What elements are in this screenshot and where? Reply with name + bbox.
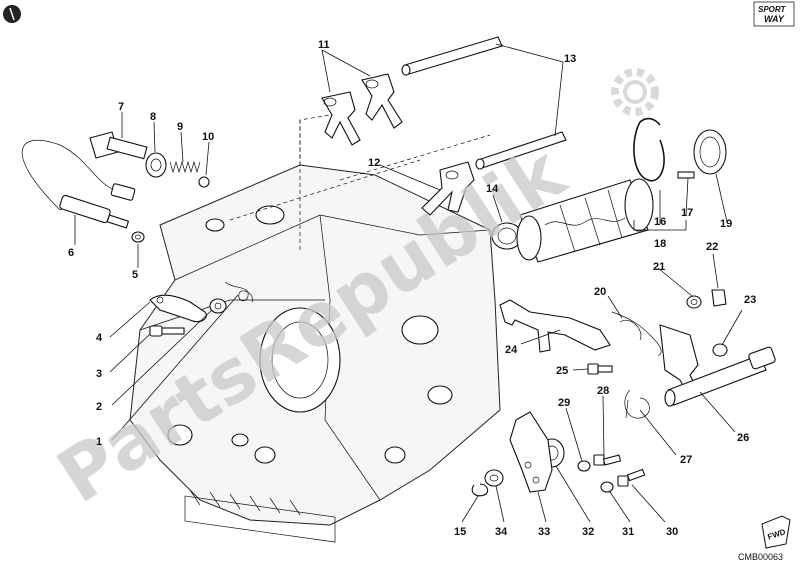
part-label-20: 20 <box>594 286 606 298</box>
part-label-33: 33 <box>538 526 550 538</box>
part-label-27: 27 <box>680 454 692 466</box>
part-label-13: 13 <box>564 53 576 65</box>
bolt-7 <box>89 131 148 160</box>
part-label-5: 5 <box>132 269 138 281</box>
circlip-16 <box>633 117 665 182</box>
washer-8 <box>145 152 167 178</box>
spring-27 <box>624 389 650 419</box>
shift-fork-12 <box>421 161 475 216</box>
leader-lines <box>74 43 743 523</box>
bolt-30 <box>617 468 646 487</box>
part-label-1: 1 <box>96 436 102 448</box>
part-label-31: 31 <box>622 526 634 538</box>
washer-19 <box>693 129 727 175</box>
screw-3 <box>149 325 185 337</box>
fwd-direction-icon: FWD <box>761 515 791 549</box>
part-label-19: 19 <box>720 218 732 230</box>
spring-9 <box>169 160 201 174</box>
logo-line-2: WAY <box>764 14 785 24</box>
shift-fork-shaft-13a <box>401 36 503 76</box>
circlip-15 <box>471 483 489 497</box>
part-label-7: 7 <box>118 101 124 113</box>
part-label-18: 18 <box>654 238 666 250</box>
selector-plate-24 <box>499 299 611 353</box>
part-label-24: 24 <box>505 344 518 356</box>
part-label-26: 26 <box>737 432 749 444</box>
part-label-23: 23 <box>744 294 756 306</box>
spring-20 <box>611 311 662 357</box>
part-label-3: 3 <box>96 368 102 380</box>
part-label-9: 9 <box>177 121 183 133</box>
part-label-28: 28 <box>597 385 609 397</box>
logo-line-1: SPORT <box>758 5 787 14</box>
part-label-4: 4 <box>96 332 103 344</box>
part-label-22: 22 <box>706 241 718 253</box>
part-label-17: 17 <box>681 207 693 219</box>
washer-5 <box>131 231 145 243</box>
pin-17 <box>677 171 695 179</box>
part-label-34: 34 <box>495 526 508 538</box>
washer-34 <box>484 469 504 487</box>
neutral-sensor-cable <box>21 139 136 229</box>
ball-10 <box>198 176 210 188</box>
shift-fork-11a <box>321 91 361 146</box>
bush-23 <box>712 343 728 357</box>
clip-22 <box>711 289 727 307</box>
ratchet-plate-33 <box>509 411 553 493</box>
bolt-25 <box>587 363 613 375</box>
part-label-11: 11 <box>318 39 330 51</box>
shift-fork-shaft-13b <box>475 131 567 170</box>
part-label-10: 10 <box>202 131 214 143</box>
washer-21 <box>686 295 702 309</box>
lever-4 <box>149 294 207 323</box>
bolt-28 <box>593 454 622 466</box>
corner-mark-icon <box>3 5 21 23</box>
part-labels: 11 13 7 8 9 10 12 14 16 17 18 19 6 5 22 … <box>68 39 756 538</box>
brand-logo: SPORT WAY <box>753 1 795 27</box>
washer-31 <box>600 481 614 493</box>
shift-shaft-26 <box>659 324 776 407</box>
part-label-12: 12 <box>368 157 380 169</box>
part-label-8: 8 <box>150 111 156 123</box>
crankcase <box>129 114 501 543</box>
part-label-14: 14 <box>486 183 499 195</box>
part-label-21: 21 <box>653 261 665 273</box>
part-label-32: 32 <box>582 526 594 538</box>
part-label-29: 29 <box>558 397 570 409</box>
part-label-25: 25 <box>556 365 568 377</box>
gear-watermark-icon <box>611 68 659 116</box>
spacer-29 <box>577 460 591 472</box>
part-label-2: 2 <box>96 401 102 413</box>
spring-1 <box>224 281 253 303</box>
washer-2 <box>209 298 227 314</box>
part-label-30: 30 <box>666 526 678 538</box>
shift-fork-11b <box>361 73 403 129</box>
part-label-15: 15 <box>454 526 466 538</box>
drawing-code: CMB00063 <box>738 552 783 562</box>
part-label-16: 16 <box>654 216 666 228</box>
part-label-6: 6 <box>68 247 74 259</box>
